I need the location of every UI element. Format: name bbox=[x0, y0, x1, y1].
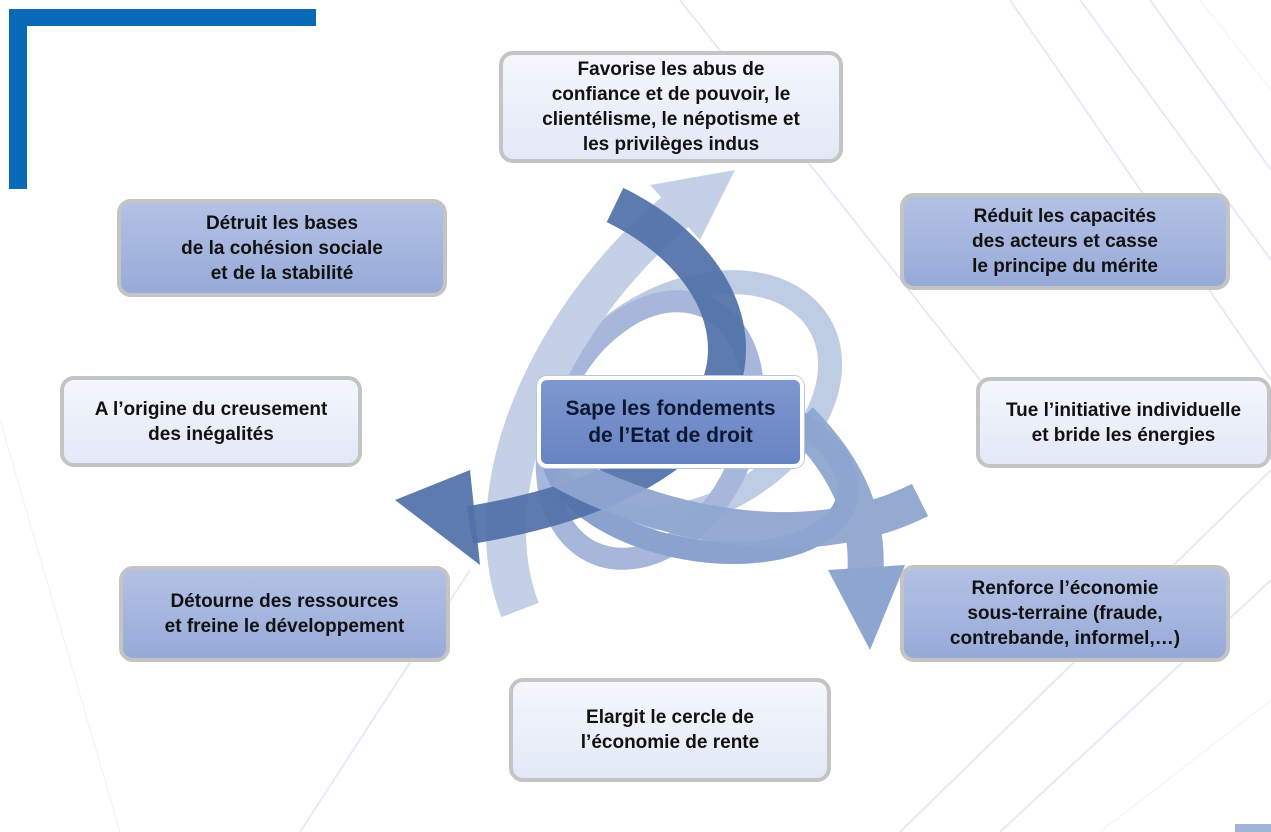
box-economie-souterraine: Renforce l’économie sous-terraine (fraud… bbox=[900, 565, 1230, 662]
corner-accent-bar-vertical bbox=[9, 9, 27, 189]
arrow-mid-body bbox=[551, 407, 929, 582]
box-inegalites-text: A l’origine du creusement des inégalités bbox=[94, 398, 328, 445]
arrow-dark-head bbox=[395, 470, 480, 565]
center-box-etat-de-droit: Sape les fondements de l’Etat de droit bbox=[537, 376, 804, 468]
box-ressources-developpement-text: Détourne des ressources et freine le dév… bbox=[164, 591, 405, 637]
arrow-light-head bbox=[650, 170, 735, 240]
box-abus-pouvoir-text: Favorise les abus de confiance et de pou… bbox=[542, 59, 800, 155]
box-capacites-acteurs-text: Réduit les capacités des acteurs et cass… bbox=[972, 206, 1158, 277]
box-initiative-individuelle-text: Tue l’initiative individuelle et bride l… bbox=[1005, 399, 1242, 446]
box-economie-de-rente-text: Elargit le cercle de l’économie de rente bbox=[580, 707, 760, 753]
box-inegalites: A l’origine du creusement des inégalités bbox=[60, 376, 362, 467]
corner-accent-square bbox=[1235, 824, 1271, 832]
arrow-mid-head bbox=[828, 565, 905, 650]
box-ressources-developpement: Détourne des ressources et freine le dév… bbox=[119, 566, 450, 662]
box-economie-souterraine-text: Renforce l’économie sous-terraine (fraud… bbox=[949, 578, 1181, 649]
center-box-text: Sape les fondements de l’Etat de droit bbox=[565, 397, 776, 447]
box-cohesion-sociale: Détruit les bases de la cohésion sociale… bbox=[117, 199, 447, 297]
box-abus-pouvoir: Favorise les abus de confiance et de pou… bbox=[499, 51, 843, 163]
box-initiative-individuelle: Tue l’initiative individuelle et bride l… bbox=[976, 377, 1271, 468]
corner-accent-bar-horizontal bbox=[9, 9, 316, 26]
box-economie-de-rente: Elargit le cercle de l’économie de rente bbox=[509, 678, 831, 782]
box-capacites-acteurs: Réduit les capacités des acteurs et cass… bbox=[900, 193, 1230, 290]
box-cohesion-sociale-text: Détruit les bases de la cohésion sociale… bbox=[181, 212, 383, 284]
